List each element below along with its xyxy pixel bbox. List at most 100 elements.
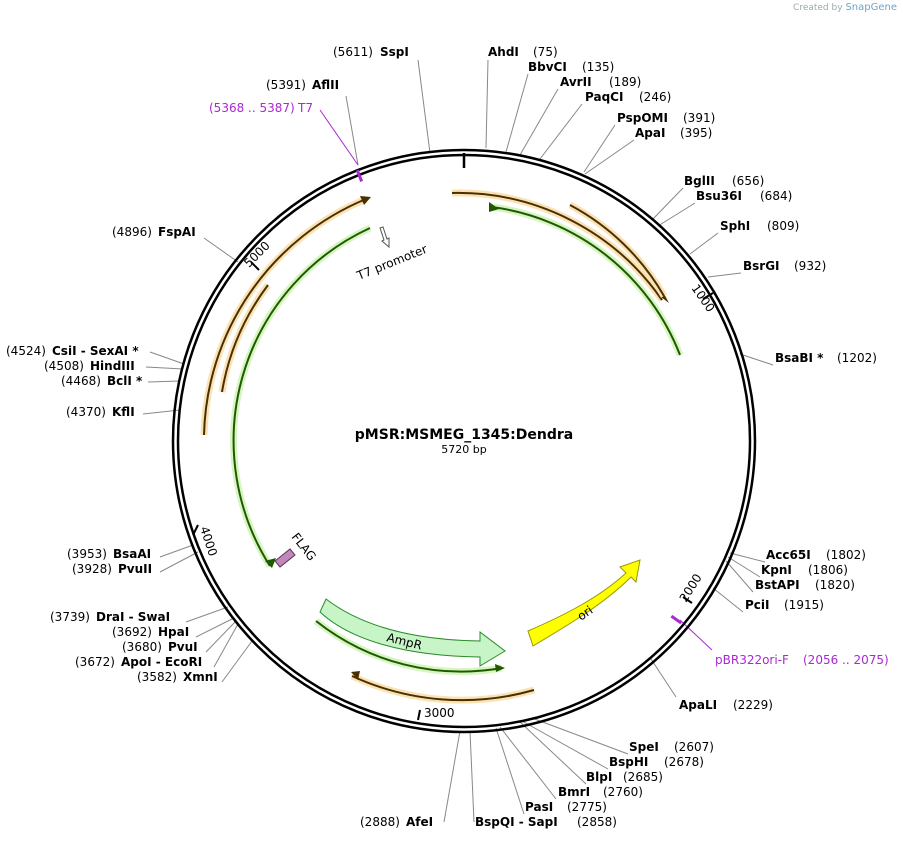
site-kpni-name: KpnI: [761, 563, 792, 577]
primer-t7-range: (5368 .. 5387): [209, 101, 295, 115]
site-pvui-name: PvuI: [168, 640, 198, 654]
site-pvuii-pos: (3928): [72, 562, 112, 576]
site-kfli-name: KflI: [112, 405, 135, 419]
site-apai-pos: (395): [680, 126, 712, 140]
site-bsaai-name: BsaAI: [113, 547, 151, 561]
site-hindiii-pos: (4508): [44, 359, 84, 373]
snapgene-logo: SnapGene: [845, 2, 897, 13]
site-spei-name: SpeI: [629, 740, 659, 754]
site-bstapi-pos: (1820): [815, 578, 855, 592]
site-bsphi-pos: (2678): [664, 755, 704, 769]
site-bsabi-name: BsaBI *: [775, 351, 824, 365]
site-sspi-name: SspI: [380, 45, 409, 59]
site-aflii-pos: (5391): [266, 78, 306, 92]
site-csii-sexai-pos: (4524): [6, 344, 46, 358]
site-bsrgi-name: BsrGI: [743, 259, 780, 273]
plasmid-name: pMSR:MSMEG_1345:Dendra: [355, 427, 573, 443]
site-pcii-name: PciI: [745, 598, 770, 612]
site-bglii-name: BglII: [684, 174, 715, 188]
site-labels: (5611) SspI AhdI (75) BbvCI (135) AvrII …: [6, 45, 877, 829]
site-apai-name: ApaI: [635, 126, 665, 140]
site-xmni-pos: (3582): [137, 670, 177, 684]
site-avrii-pos: (189): [609, 75, 641, 89]
site-bcli-name: BclI *: [107, 374, 143, 388]
tick-mark-1000: [702, 292, 714, 300]
site-avrii-name: AvrII: [560, 75, 592, 89]
site-xmni-name: XmnI: [183, 670, 218, 684]
site-sphi-pos: (809): [767, 219, 799, 233]
site-drai-swai-pos: (3739): [50, 610, 90, 624]
site-pspomi-name: PspOMI: [617, 111, 668, 125]
primer-pbr322-range: (2056 .. 2075): [803, 653, 889, 667]
site-pcii-pos: (1915): [784, 598, 824, 612]
green-arrowhead-top-right: [489, 202, 499, 212]
site-bglii-pos: (656): [732, 174, 764, 188]
site-fspai-name: FspAI: [158, 225, 196, 239]
site-ahdi-pos: (75): [533, 45, 558, 59]
green-arrowhead-left: [265, 558, 276, 568]
site-bsu36i-pos: (684): [760, 189, 792, 203]
site-paqci-pos: (246): [639, 90, 671, 104]
site-ahdi-name: AhdI: [488, 45, 519, 59]
t7-primer-line: [319, 109, 359, 166]
site-bsabi-pos: (1202): [837, 351, 877, 365]
site-bcli-pos: (4468): [61, 374, 101, 388]
site-paqci-name: PaqCI: [585, 90, 623, 104]
connector-lines: [142, 59, 774, 823]
site-bstapi-name: BstAPI: [755, 578, 800, 592]
site-drai-swai-name: DraI - SwaI: [96, 610, 170, 624]
site-hpai-name: HpaI: [158, 625, 189, 639]
site-bsrgi-pos: (932): [794, 259, 826, 273]
t7-promoter-arrow: [379, 226, 390, 249]
site-acc65i-pos: (1802): [826, 548, 866, 562]
primer-t7-name: T7: [297, 101, 313, 115]
primer-pbr322-name: pBR322ori-F: [715, 653, 789, 667]
site-bbvci-pos: (135): [582, 60, 614, 74]
tick-label-3000: 3000: [424, 706, 455, 720]
backbone-outer-ring: [171, 148, 757, 734]
site-pasi-name: PasI: [525, 800, 553, 814]
site-pasi-pos: (2775): [567, 800, 607, 814]
ori-feature-arrow: [527, 559, 641, 647]
site-bmri-name: BmrI: [558, 785, 590, 799]
site-bsphi-name: BspHI: [609, 755, 648, 769]
pbr322-primer-line: [679, 619, 713, 651]
site-bspqi-sapi-pos: (2858): [577, 815, 617, 829]
site-bmri-pos: (2760): [603, 785, 643, 799]
pbr322-primer-mark: [670, 614, 683, 625]
site-apali-pos: (2229): [733, 698, 773, 712]
t7-promoter-label: T7 promoter: [354, 242, 429, 283]
tick-mark-2000: [682, 596, 693, 604]
watermark: Created by SnapGene: [793, 2, 897, 13]
site-hpai-pos: (3692): [112, 625, 152, 639]
site-aflii-name: AflII: [312, 78, 339, 92]
site-afei-pos: (2888): [360, 815, 400, 829]
tick-mark-5000: [250, 261, 260, 271]
tick-mark-4000: [192, 524, 199, 536]
flag-label: FLAG: [289, 530, 319, 563]
site-afei-name: AfeI: [406, 815, 433, 829]
orf-arrowhead-left-outer: [360, 196, 371, 205]
tick-mark-3000: [417, 709, 421, 721]
site-apali-name: ApaLI: [679, 698, 717, 712]
site-apoi-ecori-pos: (3672): [75, 655, 115, 669]
plasmid-length: 5720 bp: [441, 443, 486, 456]
green-arc-left: [230, 224, 372, 568]
site-pvui-pos: (3680): [122, 640, 162, 654]
site-kpni-pos: (1806): [808, 563, 848, 577]
site-kfli-pos: (4370): [66, 405, 106, 419]
ampr-feature-arrow: [319, 598, 506, 667]
site-fspai-pos: (4896): [112, 225, 152, 239]
t7-primer-mark: [355, 169, 364, 182]
site-bbvci-name: BbvCI: [528, 60, 567, 74]
site-bspqi-sapi-name: BspQI - SapI: [475, 815, 558, 829]
site-hindiii-name: HindIII: [90, 359, 135, 373]
flag-feature-arrow: [274, 548, 296, 568]
watermark-created-by: Created by: [793, 3, 843, 13]
site-blpi-name: BlpI: [586, 770, 612, 784]
site-pspomi-pos: (391): [683, 111, 715, 125]
site-apoi-ecori-name: ApoI - EcoRI: [121, 655, 202, 669]
site-spei-pos: (2607): [674, 740, 714, 754]
site-blpi-pos: (2685): [623, 770, 663, 784]
